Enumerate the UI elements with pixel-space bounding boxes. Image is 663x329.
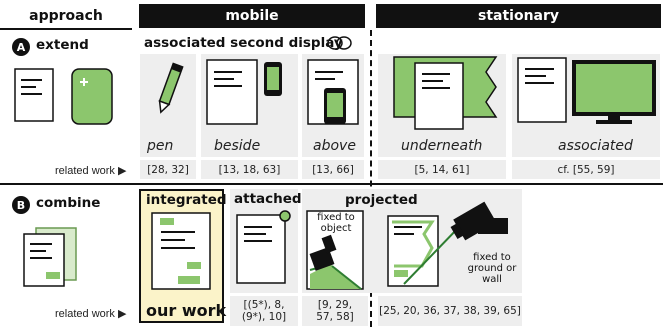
fixed-object-refs: [9, 29, 57, 58] — [302, 296, 368, 326]
associated-illustration — [517, 57, 656, 124]
above-refs-text: [13, 66] — [312, 163, 354, 176]
row-badge-b: B — [12, 196, 30, 214]
fixed-to-ground-illustration — [387, 201, 508, 287]
underneath-label: underneath — [401, 138, 483, 154]
combine-approach-icon — [23, 227, 77, 287]
underneath-illustration — [393, 56, 498, 130]
attached-illustration — [236, 210, 291, 284]
header-approach: approach — [0, 4, 132, 28]
above-refs: [13, 66] — [302, 160, 364, 179]
header-stationary: stationary — [376, 4, 661, 28]
pen-icon — [158, 62, 184, 114]
fixed-ground-refs: [25, 20, 36, 37, 38, 39, 65] — [378, 296, 522, 326]
row-badge-a-label: A — [16, 40, 26, 54]
integrated-illustration — [151, 212, 211, 290]
underneath-refs-text: [5, 14, 61] — [414, 163, 470, 176]
integrated-title: integrated — [146, 192, 227, 208]
attached-title: attached — [234, 191, 302, 207]
row-badge-b-label: B — [16, 198, 26, 212]
header-rule — [0, 28, 132, 30]
projected-title: projected — [345, 192, 418, 208]
above-label: above — [313, 138, 356, 154]
above-illustration — [307, 59, 359, 125]
pen-label: pen — [147, 138, 174, 154]
pen-refs: [28, 32] — [140, 160, 196, 179]
underneath-refs: [5, 14, 61] — [378, 160, 506, 179]
associated-label: associated — [558, 138, 633, 154]
associated-refs-text: cf. [55, 59] — [557, 163, 615, 176]
row-name-extend: extend — [36, 37, 89, 53]
fixed-to-ground-label: fixed to ground or wall — [467, 252, 517, 285]
fixed-to-object-label: fixed to object — [310, 212, 362, 234]
related-work-label-a: related work ▶ — [55, 165, 127, 177]
header-stationary-label: stationary — [477, 8, 560, 24]
header-mobile: mobile — [139, 4, 365, 28]
mobile-stationary-divider — [370, 30, 372, 327]
extend-section-title: associated second display — [144, 35, 343, 51]
pen-refs-text: [28, 32] — [147, 163, 189, 176]
associated-refs: cf. [55, 59] — [512, 160, 660, 179]
fixed-ground-refs-text: [25, 20, 36, 37, 38, 39, 65] — [379, 305, 521, 317]
beside-refs: [13, 18, 63] — [201, 160, 298, 179]
attached-refs-text: [(5*), 8, (9*), 10] — [241, 299, 287, 323]
link-icon — [327, 36, 352, 50]
integrated-refs: our work — [146, 301, 227, 320]
related-work-text-b: related work — [55, 308, 115, 320]
extend-approach-icon — [14, 68, 113, 125]
related-work-text-a: related work — [55, 165, 115, 177]
beside-illustration — [206, 59, 282, 125]
row-badge-a: A — [12, 38, 30, 56]
header-mobile-label: mobile — [225, 8, 279, 24]
header-approach-label: approach — [29, 8, 103, 24]
related-work-label-b: related work ▶ — [55, 308, 127, 320]
beside-label: beside — [214, 138, 261, 154]
row-divider — [0, 183, 663, 185]
row-name-combine: combine — [36, 195, 101, 211]
fixed-object-refs-text: [9, 29, 57, 58] — [316, 299, 354, 323]
beside-refs-text: [13, 18, 63] — [218, 163, 281, 176]
attached-refs: [(5*), 8, (9*), 10] — [230, 296, 298, 326]
